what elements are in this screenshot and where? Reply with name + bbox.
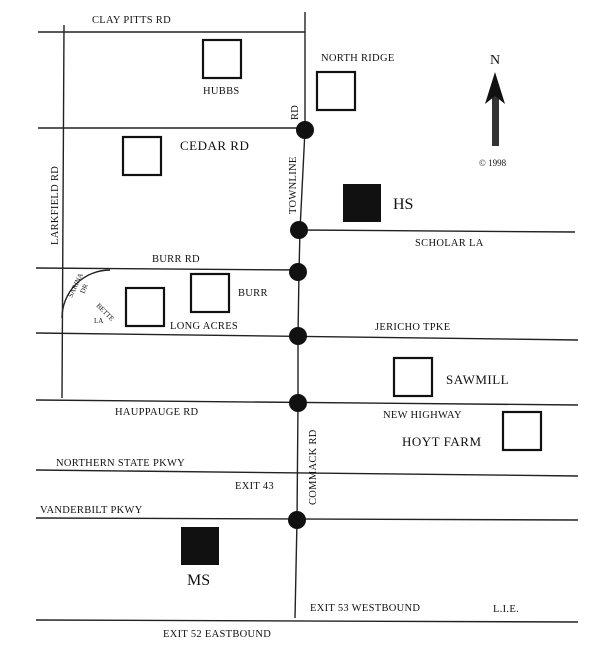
vanderbilt-line: [35, 517, 579, 521]
clay-pitts-road-label: CLAY PITTS RD: [92, 15, 171, 26]
burr-label: BURR: [238, 288, 268, 299]
jericho-tpke-label: JERICHO TPKE: [375, 322, 450, 333]
hubbs-school-marker: [201, 38, 243, 80]
lie-label: L.I.E.: [493, 604, 519, 615]
copyright-label: © 1998: [479, 158, 507, 168]
hauppauge-road-label: HAUPPAUGE RD: [115, 407, 199, 418]
intersection-dot: [288, 511, 306, 529]
bette-la-label: LA: [94, 317, 103, 325]
intersection-dot: [290, 221, 308, 239]
intersection-dot: [289, 263, 307, 281]
townline-road-rd-label: RD: [290, 105, 301, 120]
hoyt-farm-label: HOYT FARM: [402, 434, 482, 449]
long-acres-line: [35, 332, 579, 341]
sarina-drive-arc: [61, 269, 111, 319]
hubbs-label: HUBBS: [203, 86, 240, 97]
north-ridge-label: NORTH RIDGE: [321, 53, 395, 64]
exit-43-label: EXIT 43: [235, 481, 274, 492]
cedar-school-marker: [121, 135, 163, 177]
compass-n-label: N: [490, 53, 500, 68]
scholar-lane-line: [299, 229, 576, 233]
hs-school-marker: [343, 184, 381, 222]
sarina-dr-label: DR: [79, 282, 90, 294]
burr-road-label: BURR RD: [152, 254, 200, 265]
intersection-dot: [289, 394, 307, 412]
larkfield-road-label: LARKFIELD RD: [50, 166, 61, 245]
cedar-road-label: CEDAR RD: [180, 138, 249, 153]
commack-road-label: COMMACK RD: [308, 429, 319, 505]
scholar-lane-label: SCHOLAR LA: [415, 238, 484, 249]
intersection-dot: [289, 327, 307, 345]
northern-state-label: NORTHERN STATE PKWY: [56, 458, 185, 469]
hauppauge-road-line: [35, 399, 579, 406]
townline-road-label: TOWNLINE: [288, 156, 299, 214]
ms-label: MS: [187, 572, 210, 589]
exit-53-label: EXIT 53 WESTBOUND: [310, 603, 420, 614]
lie-line: [35, 619, 579, 623]
hoyt-farm-school-marker: [501, 410, 543, 452]
intersection-dot: [296, 121, 314, 139]
burr-school-marker: [189, 272, 231, 314]
townline-commack-road-line: [294, 12, 306, 619]
sawmill-school-marker: [392, 356, 434, 398]
burr-road-line: [35, 267, 301, 271]
northern-state-line: [35, 469, 579, 477]
long-acres-school-marker: [124, 286, 166, 328]
north-ridge-school-marker: [315, 70, 357, 112]
vanderbilt-label: VANDERBILT PKWY: [40, 505, 143, 516]
hs-label: HS: [393, 196, 413, 213]
north-arrow-icon: [485, 72, 505, 146]
exit-52-label: EXIT 52 EASTBOUND: [163, 629, 271, 640]
ms-school-marker: [181, 527, 219, 565]
sawmill-label: SAWMILL: [446, 372, 509, 387]
larkfield-road-line: [61, 24, 65, 399]
long-acres-label: LONG ACRES: [170, 321, 238, 332]
new-highway-label: NEW HIGHWAY: [383, 410, 462, 421]
